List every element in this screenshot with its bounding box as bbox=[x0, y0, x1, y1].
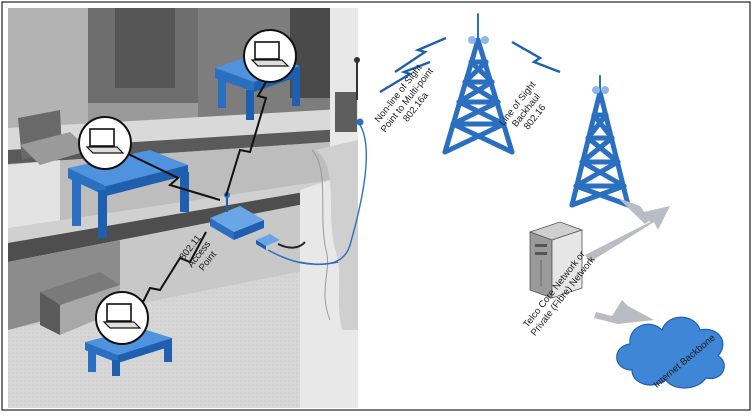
tower-antenna-icon bbox=[468, 36, 476, 44]
laptop-icon bbox=[243, 29, 297, 83]
laptop-icon bbox=[78, 116, 132, 170]
wifi-links bbox=[119, 74, 271, 309]
laptop-icon bbox=[95, 291, 149, 345]
tower-antenna-icon bbox=[592, 86, 600, 94]
cloud-icon bbox=[616, 316, 725, 389]
radio-wave-icon bbox=[379, 36, 561, 94]
access-point-icon bbox=[210, 192, 339, 266]
tower-antenna-icon bbox=[481, 36, 489, 44]
server-icon bbox=[528, 221, 584, 299]
tower-icon bbox=[569, 75, 631, 208]
tower-antenna-icon bbox=[601, 86, 609, 94]
arrow-server-to-tower bbox=[585, 198, 670, 262]
arrow-cloud-to-server bbox=[594, 300, 654, 324]
tower-icon bbox=[442, 13, 515, 155]
